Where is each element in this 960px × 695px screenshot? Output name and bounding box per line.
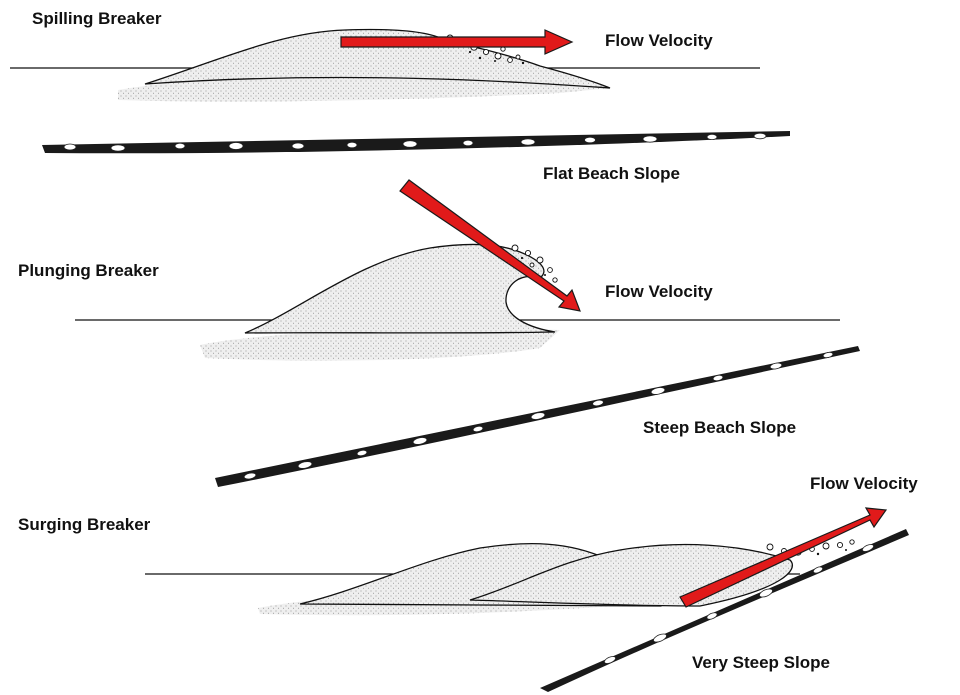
spilling-breaker-label: Spilling Breaker (32, 9, 162, 28)
very-steep-slope (540, 529, 909, 692)
very-steep-slope-label: Very Steep Slope (692, 653, 830, 672)
spilling-flow-velocity-label: Flow Velocity (605, 31, 713, 50)
spilling-flow-velocity-arrow (340, 29, 574, 55)
steep-beach-slope (215, 346, 860, 487)
spilling-wave-trough (118, 75, 610, 102)
flat-beach-slope (42, 131, 790, 154)
plunging-breaker-panel: Plunging Breaker Flow Velocity (18, 179, 860, 487)
flat-beach-slope-label: Flat Beach Slope (543, 164, 680, 183)
surging-breaker-panel: Surging Breaker Flow Velocity (18, 474, 918, 692)
surging-breaker-label: Surging Breaker (18, 515, 151, 534)
plunging-flow-velocity-arrow (399, 179, 581, 312)
plunging-breaker-label: Plunging Breaker (18, 261, 159, 280)
surging-flow-velocity-arrow (679, 507, 888, 608)
surging-flow-velocity-label: Flow Velocity (810, 474, 918, 493)
steep-beach-slope-label: Steep Beach Slope (643, 418, 796, 437)
spilling-breaker-panel: Spilling Breaker Flow Velocity (10, 9, 790, 183)
plunging-flow-velocity-label: Flow Velocity (605, 282, 713, 301)
plunging-wave-trough (200, 328, 560, 361)
plunging-foam (511, 244, 558, 290)
